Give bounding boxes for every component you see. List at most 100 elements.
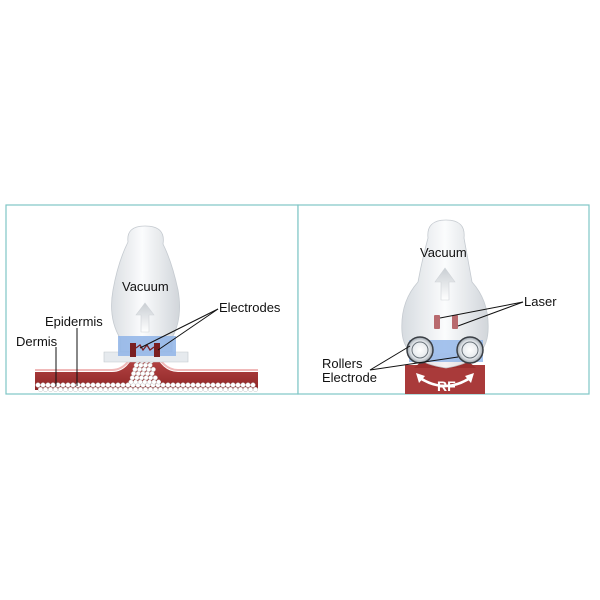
fat-cell <box>167 386 174 393</box>
fat-cell <box>230 382 236 388</box>
fat-cell <box>150 366 156 372</box>
fat-cell <box>139 375 144 381</box>
fat-cell <box>177 386 184 393</box>
fat-cell <box>147 362 153 368</box>
fat-cell <box>143 375 149 381</box>
fat-cell <box>65 382 71 388</box>
fat-cell <box>35 382 41 388</box>
left-applicator <box>103 225 189 363</box>
fat-cell <box>97 386 104 393</box>
fat-cell <box>122 386 129 393</box>
fat-cell <box>235 382 241 388</box>
electrodes-label: Electrodes <box>219 300 281 315</box>
fat-cell <box>232 386 239 393</box>
fat-cell <box>140 371 146 377</box>
fat-cell <box>62 386 69 393</box>
fat-cell <box>185 382 191 388</box>
right-vacuum-label: Vacuum <box>420 245 467 260</box>
fat-cell <box>152 386 159 393</box>
fat-cell <box>92 386 99 393</box>
fat-cell <box>170 382 176 388</box>
rf-label: RF <box>437 378 456 394</box>
fat-cell <box>156 379 162 385</box>
fat-cell <box>142 386 149 393</box>
rollers-label: Rollers <box>322 356 363 371</box>
fat-cell <box>107 386 114 393</box>
fat-cell <box>172 386 179 393</box>
fat-cell <box>129 375 135 381</box>
left-vacuum-label: Vacuum <box>122 279 169 294</box>
laser-label: Laser <box>524 294 557 309</box>
fat-cell <box>138 362 144 368</box>
electrode-spark <box>135 343 155 352</box>
fat-cell <box>217 386 224 393</box>
fat-cell <box>237 386 244 393</box>
fat-cell <box>240 382 246 388</box>
fat-cell <box>220 382 226 388</box>
fat-cell <box>45 382 51 388</box>
fat-cell <box>137 386 144 393</box>
fat-cell <box>205 382 211 388</box>
fat-cell <box>252 386 259 393</box>
fat-cell <box>80 382 86 388</box>
laser-right <box>452 315 458 329</box>
fat-cell <box>202 386 209 393</box>
dermis-label: Dermis <box>16 334 58 349</box>
fat-cell <box>87 386 94 393</box>
fat-cell <box>146 366 152 372</box>
fat-cell <box>146 379 152 385</box>
fat-cell <box>137 366 142 372</box>
fat-cell <box>128 379 134 385</box>
fat-cell <box>197 386 204 393</box>
fat-cell <box>131 371 137 377</box>
roller-left <box>406 336 434 364</box>
fat-cell <box>149 371 155 377</box>
fat-cell <box>157 386 164 393</box>
fat-cell <box>180 382 186 388</box>
fat-cell <box>141 366 147 372</box>
right-leader-lines <box>369 301 524 371</box>
left-applicator-body <box>111 225 180 353</box>
fat-cell <box>70 382 76 388</box>
fat-cell <box>162 386 169 393</box>
fat-cell <box>160 382 166 388</box>
fat-cell <box>143 362 148 368</box>
fat-cell <box>112 386 119 393</box>
fat-cell <box>212 386 219 393</box>
fat-cell <box>90 382 96 388</box>
fat-cell <box>72 386 79 393</box>
left-panel: Vacuum Electrodes Epidermis Dermis <box>5 204 299 395</box>
fat-cell <box>250 382 256 388</box>
fat-cell <box>60 382 66 388</box>
fat-cell <box>85 382 91 388</box>
fat-cell <box>105 382 111 388</box>
fat-cell <box>144 371 150 377</box>
fat-cell <box>151 379 157 385</box>
fat-cell <box>77 386 84 393</box>
fat-cell <box>57 386 64 393</box>
fat-cell <box>125 382 131 388</box>
fat-cell <box>47 386 54 393</box>
fat-cell <box>247 386 254 393</box>
fat-cell <box>102 386 109 393</box>
fat-cell <box>175 382 181 388</box>
fat-cell <box>225 382 231 388</box>
fat-cell <box>115 382 121 388</box>
roller-right-inner <box>461 341 479 359</box>
rf-arrow-head-right <box>465 373 474 383</box>
fat-cell <box>147 386 154 393</box>
fat-cell <box>120 382 126 388</box>
right-applicator <box>401 219 489 369</box>
fat-cell <box>67 386 74 393</box>
fat-cell <box>195 382 201 388</box>
fat-cell <box>148 375 154 381</box>
fat-cell <box>192 386 199 393</box>
rf-arrow <box>419 376 471 388</box>
fat-cell <box>100 382 106 388</box>
fat-cell <box>75 382 81 388</box>
fat-cell <box>215 382 221 388</box>
vacuum-arrow <box>135 302 155 333</box>
fat-cell <box>242 386 249 393</box>
fat-cell <box>42 386 49 393</box>
